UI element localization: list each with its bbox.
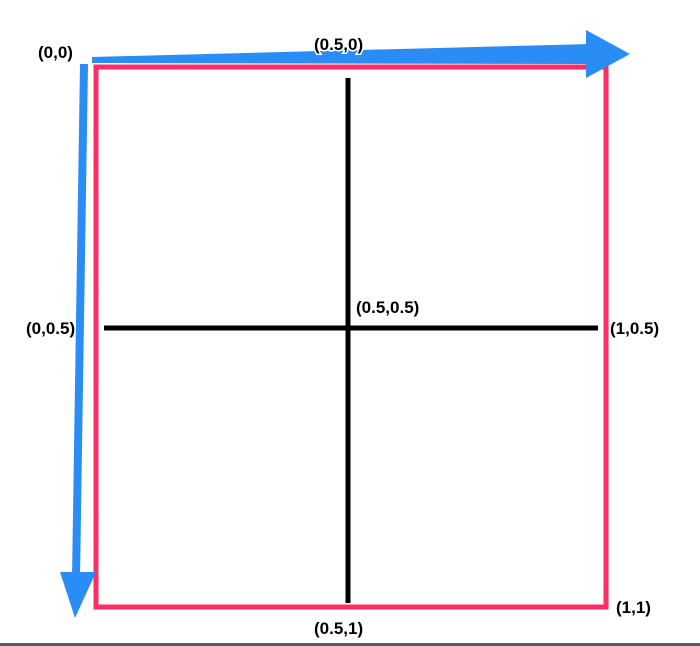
y-axis-arrow-shaft [72,64,88,578]
x-axis-arrow-head [586,30,630,78]
y-axis-arrow [60,64,96,618]
x-axis-arrow-shaft [92,44,591,64]
label-center: (0.5,0.5) [356,298,419,317]
label-top-center: (0.5,0) [314,35,363,54]
label-left-center: (0,0.5) [26,319,75,338]
label-bottom-right: (1,1) [616,598,651,617]
y-axis-arrow-head [60,572,96,618]
frame-rectangle [93,64,609,610]
bottom-divider [0,643,700,646]
label-bottom-center: (0.5,1) [314,619,363,638]
x-axis-arrow [92,30,630,78]
label-origin: (0,0) [38,43,73,62]
label-right-center: (1,0.5) [610,319,659,338]
